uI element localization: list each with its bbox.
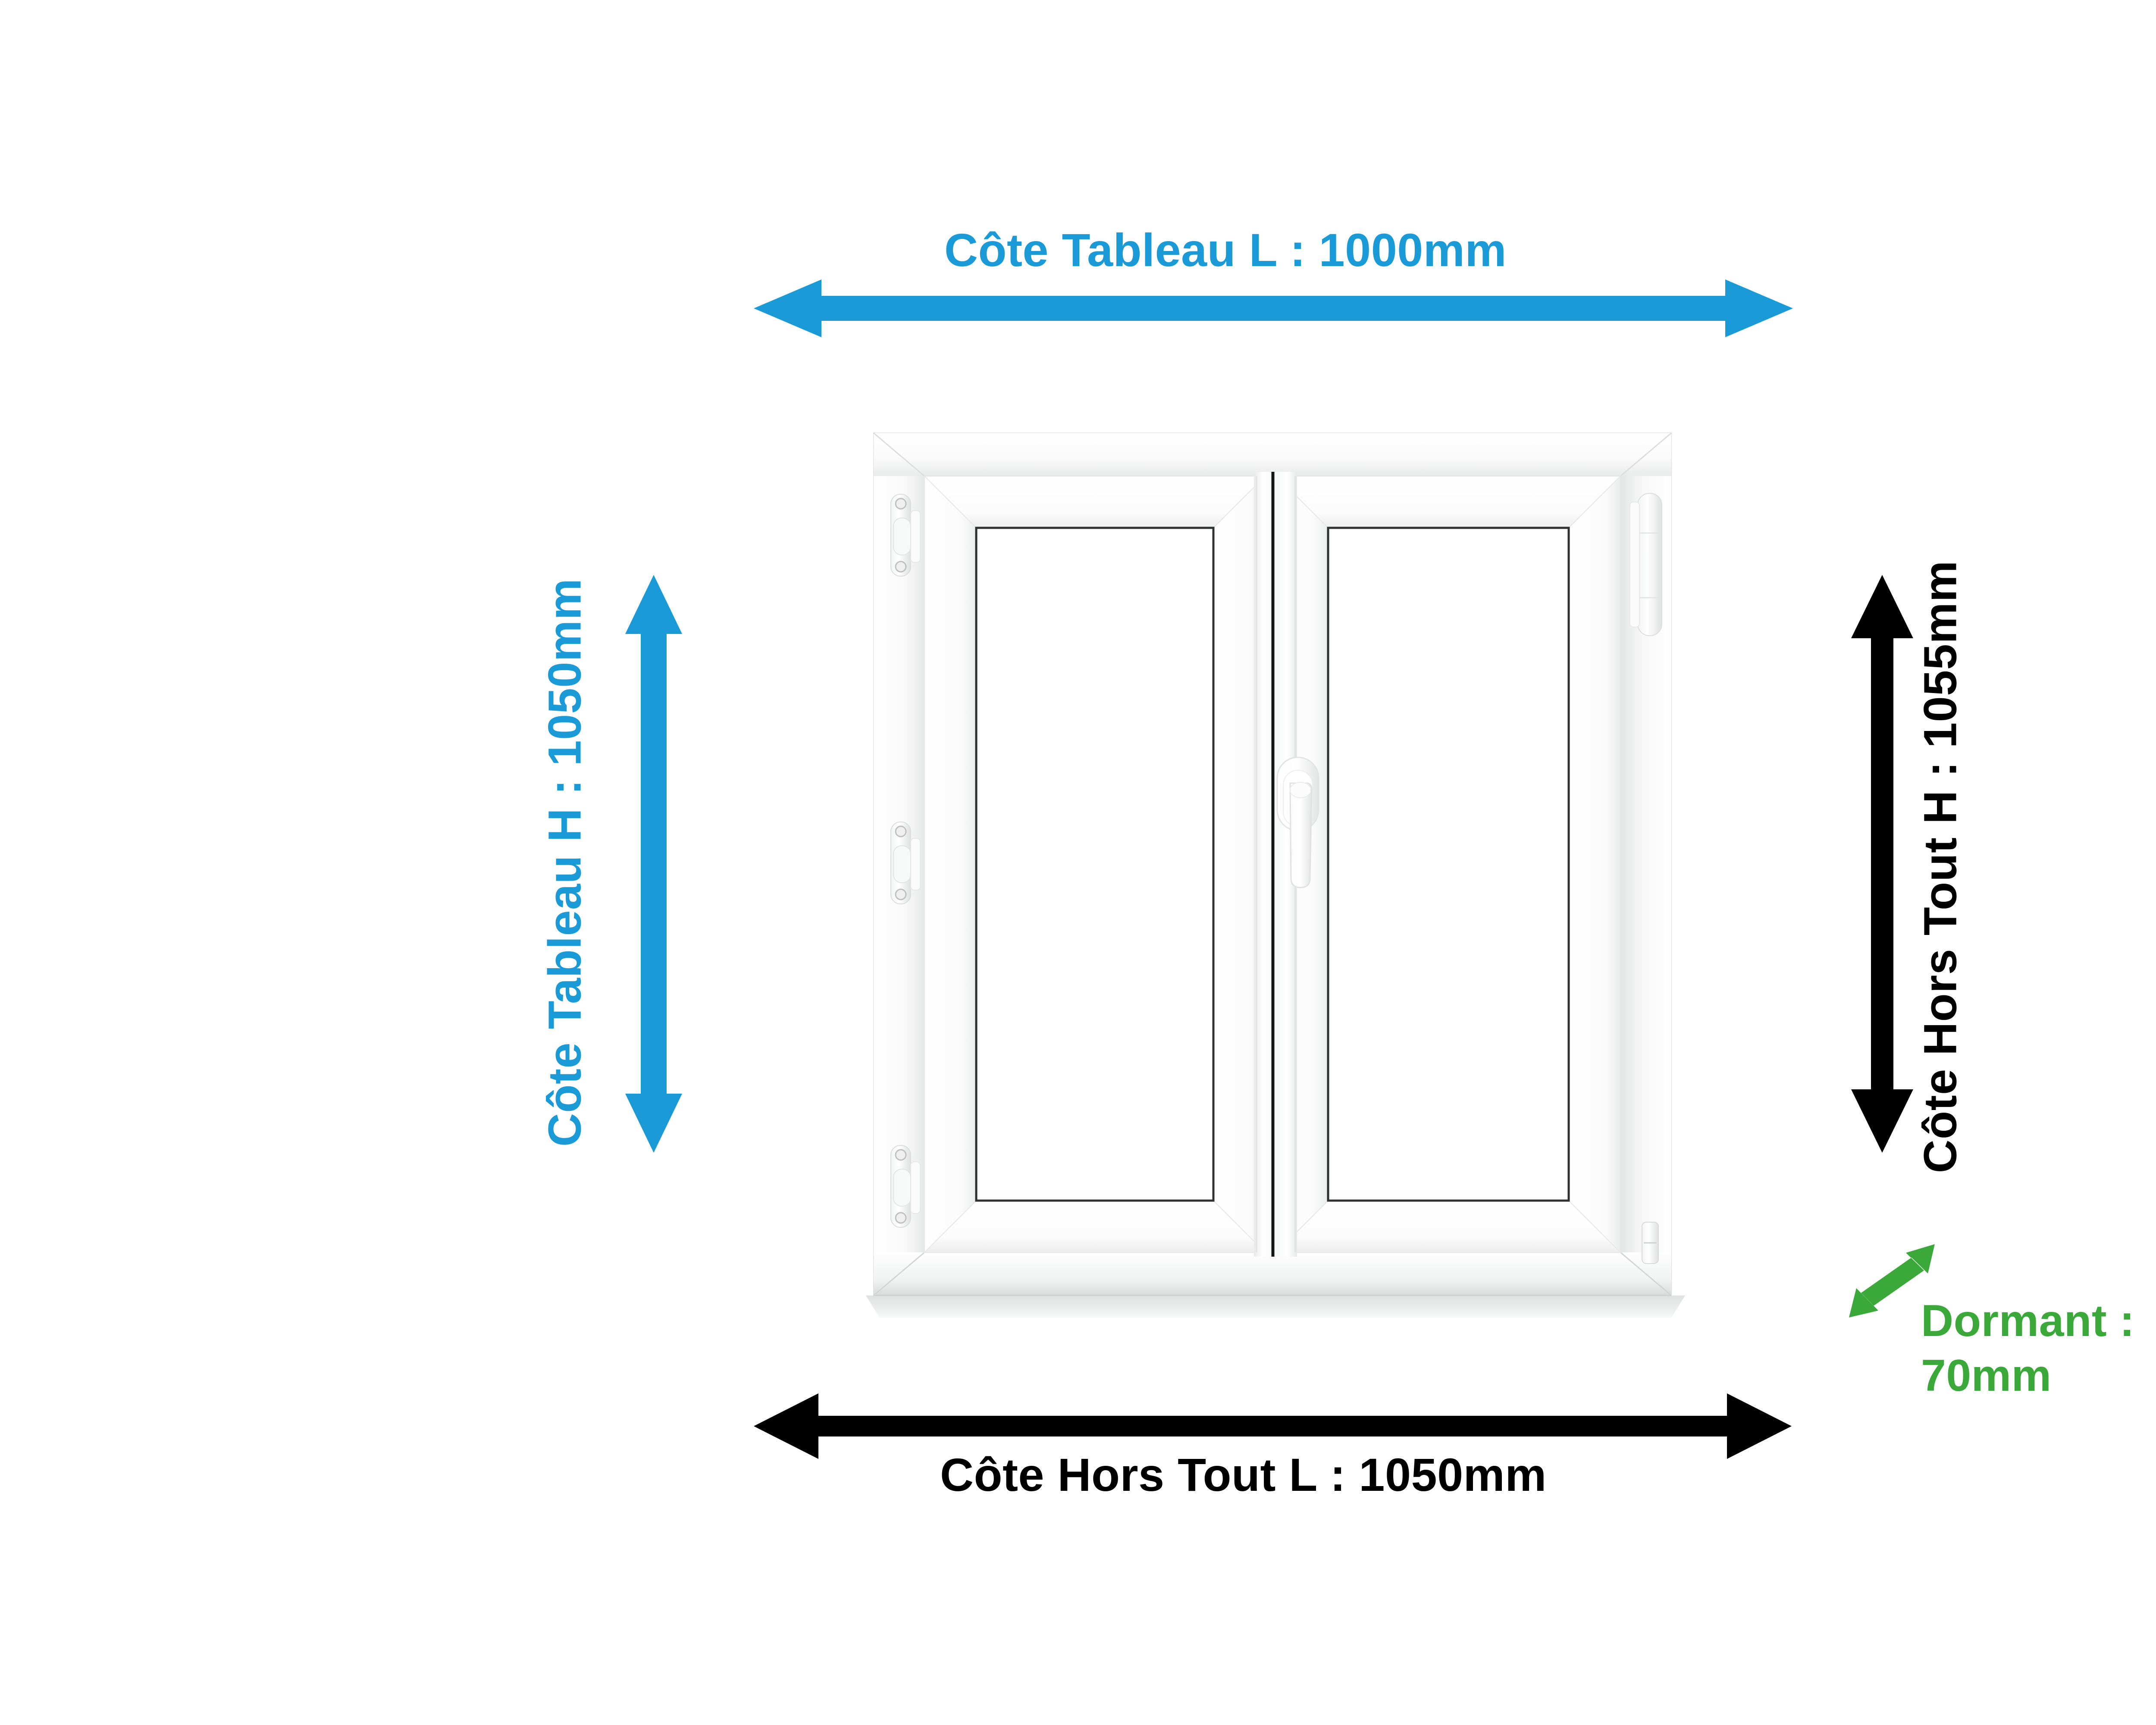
window-sill [866,1295,1685,1318]
hinge-icon [1630,493,1662,636]
dormant-label-line1: Dormant : [1921,1296,2135,1346]
dimension-label-cote-hors-tout-largeur: Côte Hors Tout L : 1050mm [940,1449,1547,1501]
dimension-label-dormant: Dormant : 70mm [1921,1294,2135,1403]
glass-pane-left [975,527,1215,1202]
hinge-icon [890,494,921,577]
window-center-mullion [1254,472,1297,1257]
hinge-icon [890,1145,921,1228]
dormant-label-line2: 70mm [1921,1350,2052,1401]
window-handle[interactable] [1276,756,1319,888]
window-hinges-left [890,494,921,1228]
dimension-label-cote-hors-tout-hauteur: Côte Hors Tout H : 1055mm [1914,560,1966,1173]
window-hinges-right [1630,493,1662,1264]
arrow-left-cote-tableau-hauteur [625,575,682,1153]
arrow-right-cote-hors-tout-hauteur [1851,575,1913,1153]
hinge-icon [1642,1222,1659,1264]
dimension-label-cote-tableau-hauteur: Côte Tableau H : 1050mm [538,578,591,1147]
window-sash-left[interactable] [923,475,1266,1254]
window-graphic [866,432,1685,1318]
hinge-icon [890,822,921,904]
dimension-label-cote-tableau-largeur: Côte Tableau L : 1000mm [944,224,1507,276]
glass-pane-right [1327,527,1570,1202]
window-illustration [866,430,1685,1321]
window-sash-right[interactable] [1275,475,1622,1254]
arrow-top-cote-tableau-largeur [754,279,1793,337]
